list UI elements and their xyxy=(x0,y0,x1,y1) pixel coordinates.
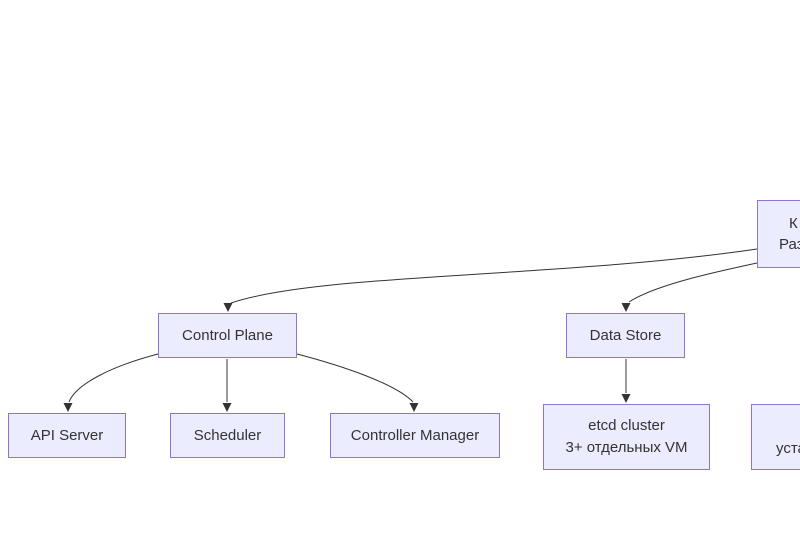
arrowhead-data-store xyxy=(621,303,631,312)
arrowhead-api-server xyxy=(63,403,73,412)
edge-control-plane-to-controller-manager xyxy=(296,353,414,403)
node-controller-manager: Controller Manager xyxy=(330,413,500,458)
arrowhead-controller-manager xyxy=(409,403,419,412)
node-scheduler-label: Scheduler xyxy=(193,426,262,444)
node-control-plane: Control Plane xyxy=(158,313,297,358)
node-cluster-partial: К Раз xyxy=(757,200,800,268)
node-api-server-label: API Server xyxy=(30,426,104,444)
edge-cluster-to-control-plane xyxy=(230,248,758,304)
node-cluster-line1: К xyxy=(789,215,798,232)
node-etcd-line1: etcd cluster xyxy=(588,417,665,434)
node-bottom-right-partial: уста xyxy=(751,404,800,470)
arrowhead-scheduler xyxy=(222,403,232,412)
node-cluster-line2: Раз xyxy=(779,236,800,253)
node-bottom-right-line1: уста xyxy=(776,440,800,457)
edge-cluster-to-data-store xyxy=(628,262,758,303)
node-scheduler: Scheduler xyxy=(170,413,285,458)
arrowhead-etcd xyxy=(621,394,631,403)
node-etcd-line2: 3+ отдельных VM xyxy=(565,439,688,456)
node-controller-manager-label: Controller Manager xyxy=(350,426,480,444)
arrowhead-control-plane xyxy=(223,303,233,312)
edge-control-plane-to-api-server xyxy=(68,353,159,403)
node-data-store-label: Data Store xyxy=(589,326,662,344)
node-api-server: API Server xyxy=(8,413,126,458)
node-data-store: Data Store xyxy=(566,313,685,358)
node-control-plane-label: Control Plane xyxy=(182,326,273,344)
node-etcd-cluster: etcd cluster 3+ отдельных VM xyxy=(543,404,710,470)
